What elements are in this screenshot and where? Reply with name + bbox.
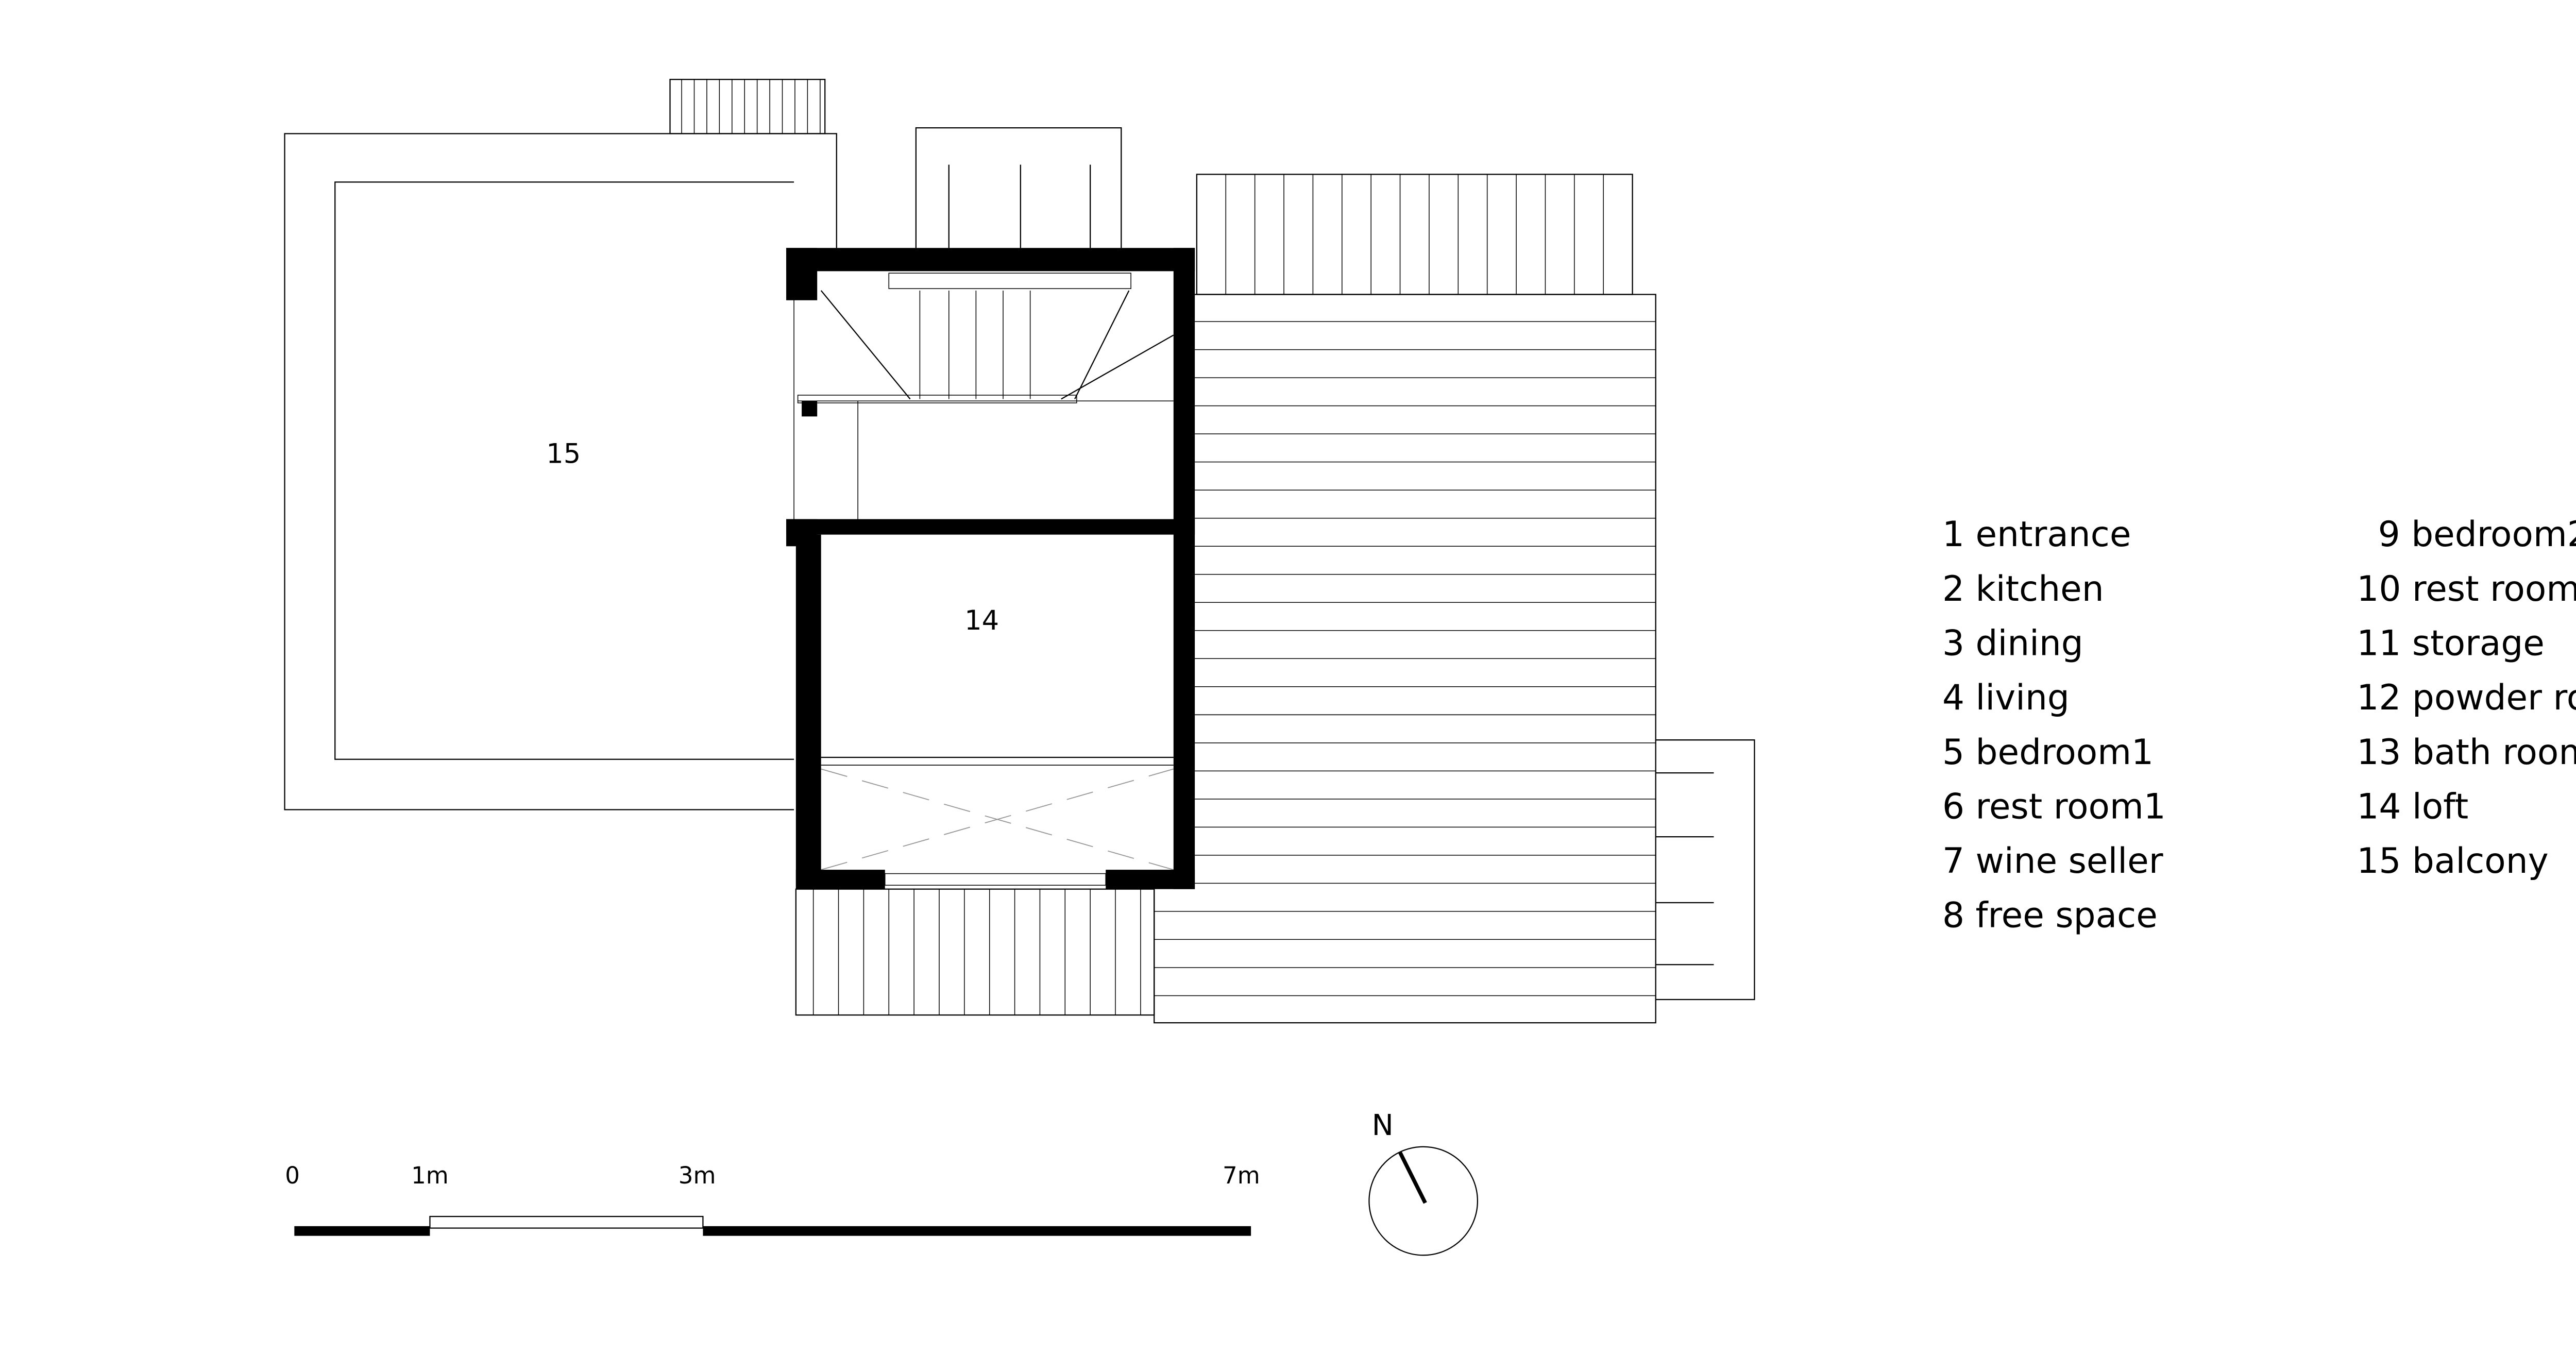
legend-item: 14 loft [2357, 786, 2468, 826]
legend-column-1: 1 entrance 2 kitchen 3 dining 4 living 5 bed… [1942, 514, 2166, 936]
legend-item: 8 free space [1942, 895, 2158, 936]
legend-item: 3 dining [1942, 623, 2083, 664]
open-void [821, 756, 1174, 886]
legend-item: 1 entrance [1942, 514, 2131, 554]
legend-item: 15 balcony [2357, 840, 2548, 881]
legend-item: 10 rest room2 [2357, 568, 2576, 609]
legend-item: 4 living [1942, 677, 2070, 718]
scale-tick-0: 0 [285, 1162, 300, 1189]
top-railing [915, 127, 1122, 248]
scale-tick-3m: 3m [679, 1162, 716, 1189]
scale-bar: 0 1m 3m 7m [285, 1162, 1260, 1236]
legend-item: 12 powder room [2357, 677, 2576, 718]
balcony [284, 133, 837, 810]
core-walls [786, 248, 1195, 889]
main-deck [1154, 294, 1656, 1024]
scale-tick-1m: 1m [411, 1162, 449, 1189]
room-label-loft: 14 [964, 605, 999, 636]
legend-item: 2 kitchen [1942, 568, 2104, 609]
side-steps [1655, 739, 1755, 1001]
room-label-balcony: 15 [546, 438, 581, 470]
legend-item: 6 rest room1 [1942, 786, 2166, 826]
bottom-deck [795, 888, 1155, 1016]
legend-column-2: 9 bedroom2 10 rest room2 11 storage 12 powd… [2357, 514, 2576, 881]
north-label: N [1372, 1109, 1394, 1142]
legend-item: 11 storage [2357, 623, 2545, 664]
scale-tick-7m: 7m [1223, 1162, 1260, 1189]
legend-item: 13 bath room [2357, 732, 2576, 772]
legend-item: 7 wine seller [1942, 840, 2163, 881]
top-small-deck [669, 79, 826, 134]
staircase [793, 273, 1174, 519]
legend-item: 5 bedroom1 [1942, 732, 2154, 772]
north-arrow: N [1368, 1109, 1479, 1256]
legend-item: 9 bedroom2 [2378, 514, 2576, 554]
top-deck [1196, 174, 1633, 295]
